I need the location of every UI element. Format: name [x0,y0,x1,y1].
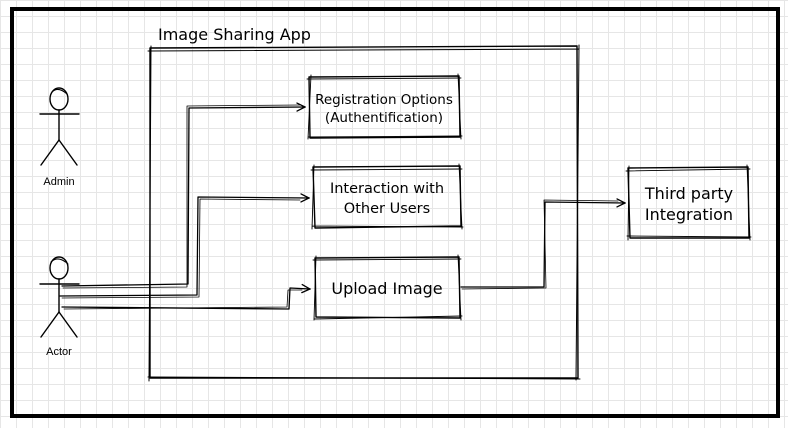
interaction-label-line1: Interaction with [330,181,444,197]
use-case-registration[interactable]: Registration Options (Authentification) [306,73,463,140]
third-party-label-line2: Integration [645,205,733,224]
connector-actor-upload [61,288,310,310]
connector-actor-interaction [59,197,309,299]
admin-actor[interactable]: Admin [39,87,80,188]
upload-label: Upload Image [331,279,442,298]
actor-label: Actor [46,346,72,358]
user-actor[interactable]: Actor [39,256,80,358]
connector-actor-registration [61,105,305,289]
registration-label-line2: (Authentification) [325,110,443,126]
use-case-interaction[interactable]: Interaction with Other Users [310,163,464,230]
registration-label-line1: Registration Options [315,92,453,108]
use-case-upload[interactable]: Upload Image [312,254,463,321]
system-boundary [147,44,581,382]
system-title: Image Sharing App [158,25,311,44]
admin-label: Admin [43,176,74,188]
interaction-label-line2: Other Users [344,201,430,217]
admin-stick-figure-icon [39,87,80,166]
connector-upload-third-party [460,200,625,290]
third-party-integration[interactable]: Third party Integration [625,164,752,241]
outer-frame [10,7,780,418]
actor-stick-figure-icon [39,256,80,338]
third-party-label-line1: Third party [644,184,733,203]
